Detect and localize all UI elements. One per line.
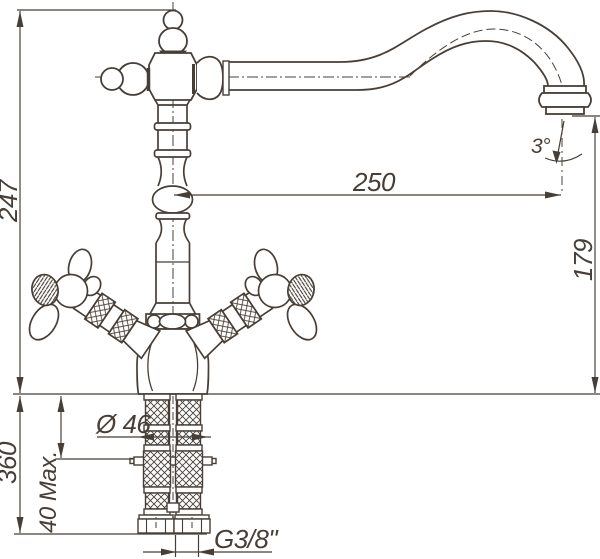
angle-3deg-label: 3°	[531, 135, 550, 158]
dim-40max	[57, 396, 65, 458]
supply-hose-left	[142, 393, 172, 516]
spout	[229, 10, 592, 164]
dim-g38	[143, 548, 272, 556]
dia-46-label: Ø 46	[95, 409, 151, 439]
dimension-annotations: 247 250 179 3° 360 40 Max. Ø 46 G3/8"	[0, 9, 600, 557]
dim-247-label: 247	[0, 178, 23, 223]
dim-247	[16, 11, 24, 393]
handle-lobe-lower	[28, 303, 60, 341]
dim-250	[174, 191, 561, 199]
under-counter-assembly	[129, 393, 217, 534]
connection-nuts	[137, 514, 211, 534]
dim-360	[16, 396, 24, 533]
spout-aerator	[538, 85, 592, 115]
dim-179-label: 179	[568, 239, 598, 281]
dim-179	[591, 117, 599, 393]
faucet-head	[100, 9, 230, 101]
supply-hose-right	[174, 393, 204, 516]
handle-hub	[53, 273, 89, 309]
handle-left	[28, 248, 162, 360]
handle-right	[185, 245, 324, 360]
dim-dia46	[97, 433, 211, 441]
dim-360-label: 360	[0, 441, 22, 484]
stud-nut	[166, 502, 180, 513]
thread-g38-label: G3/8"	[214, 524, 279, 554]
dim-250-label: 250	[352, 167, 396, 197]
valve-arm	[72, 285, 162, 360]
handle-ribbed-cap	[31, 273, 59, 307]
dim-40max-label: 40 Max.	[35, 451, 62, 533]
faucet-column	[136, 99, 210, 395]
stream-angle-indicator	[544, 120, 583, 164]
